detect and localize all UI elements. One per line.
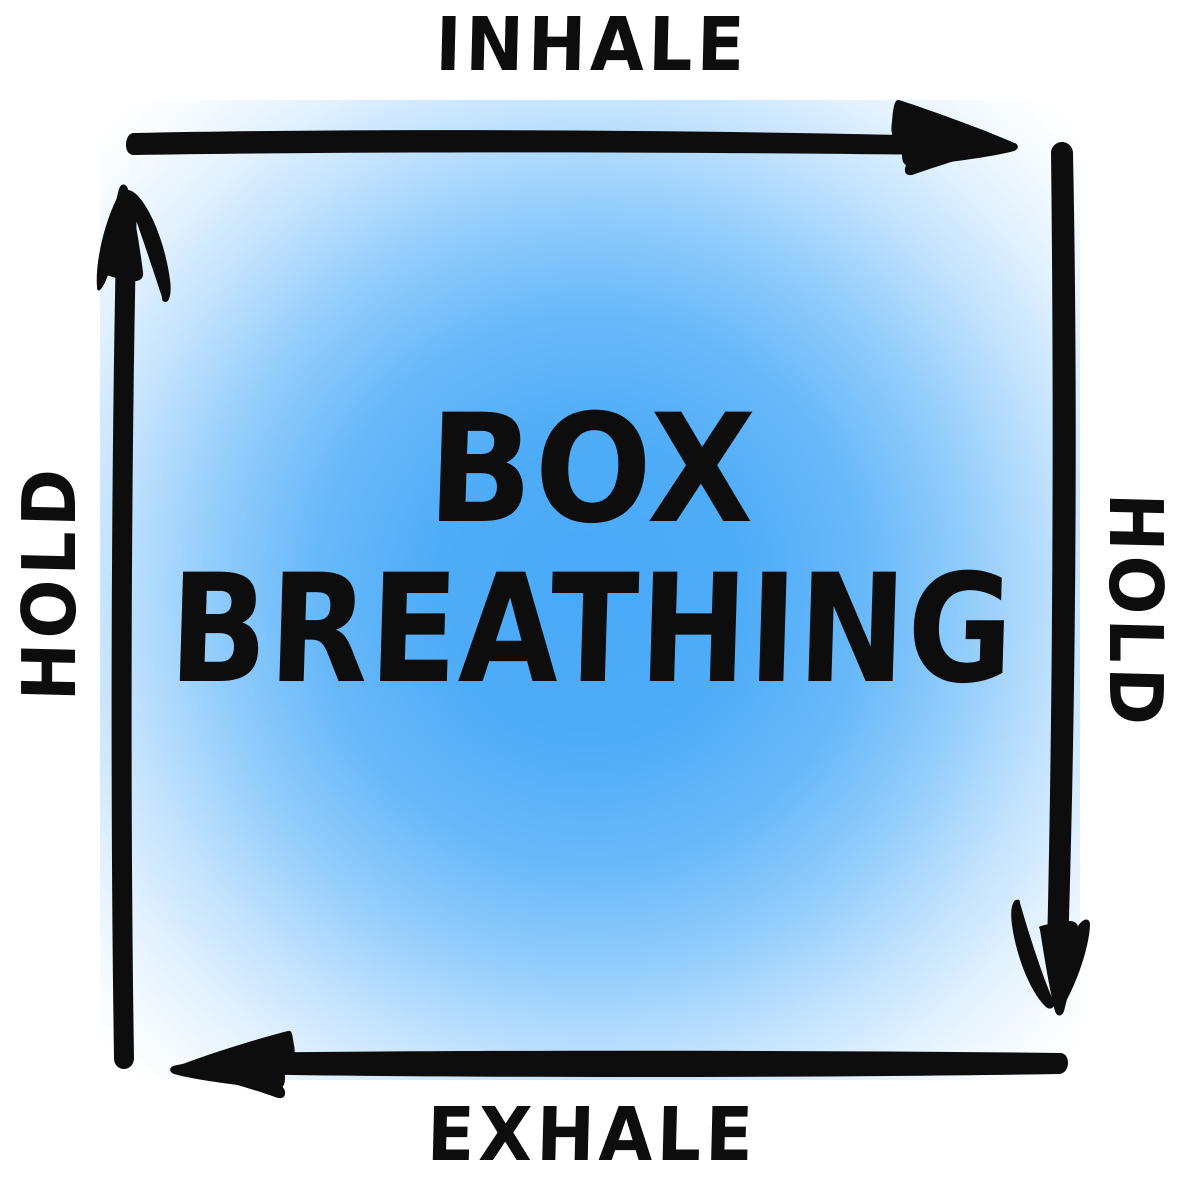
top-arrow-shaft: [126, 130, 950, 155]
arrow-down-icon-head: [1039, 920, 1079, 1016]
title-line-box: BOX: [425, 383, 759, 557]
arrow-left-icon-head: [170, 1052, 285, 1090]
arrow-right-icon-head: [902, 125, 1018, 167]
title-line-breathing: BREATHING: [166, 543, 1018, 717]
arrow-up-icon-barb-right: [128, 192, 171, 303]
inhale-label: INHALE: [434, 2, 750, 88]
arrow-down-icon-barb-left: [1011, 899, 1054, 1009]
arrow-up-icon-head: [103, 184, 144, 282]
left-arrow-shaft: [111, 190, 137, 1069]
exhale-label: EXHALE: [425, 1092, 759, 1178]
right-arrow-shaft: [1047, 142, 1076, 960]
bottom-arrow-shaft: [212, 1050, 1068, 1077]
page-title: BOX BREATHING: [0, 383, 1184, 717]
